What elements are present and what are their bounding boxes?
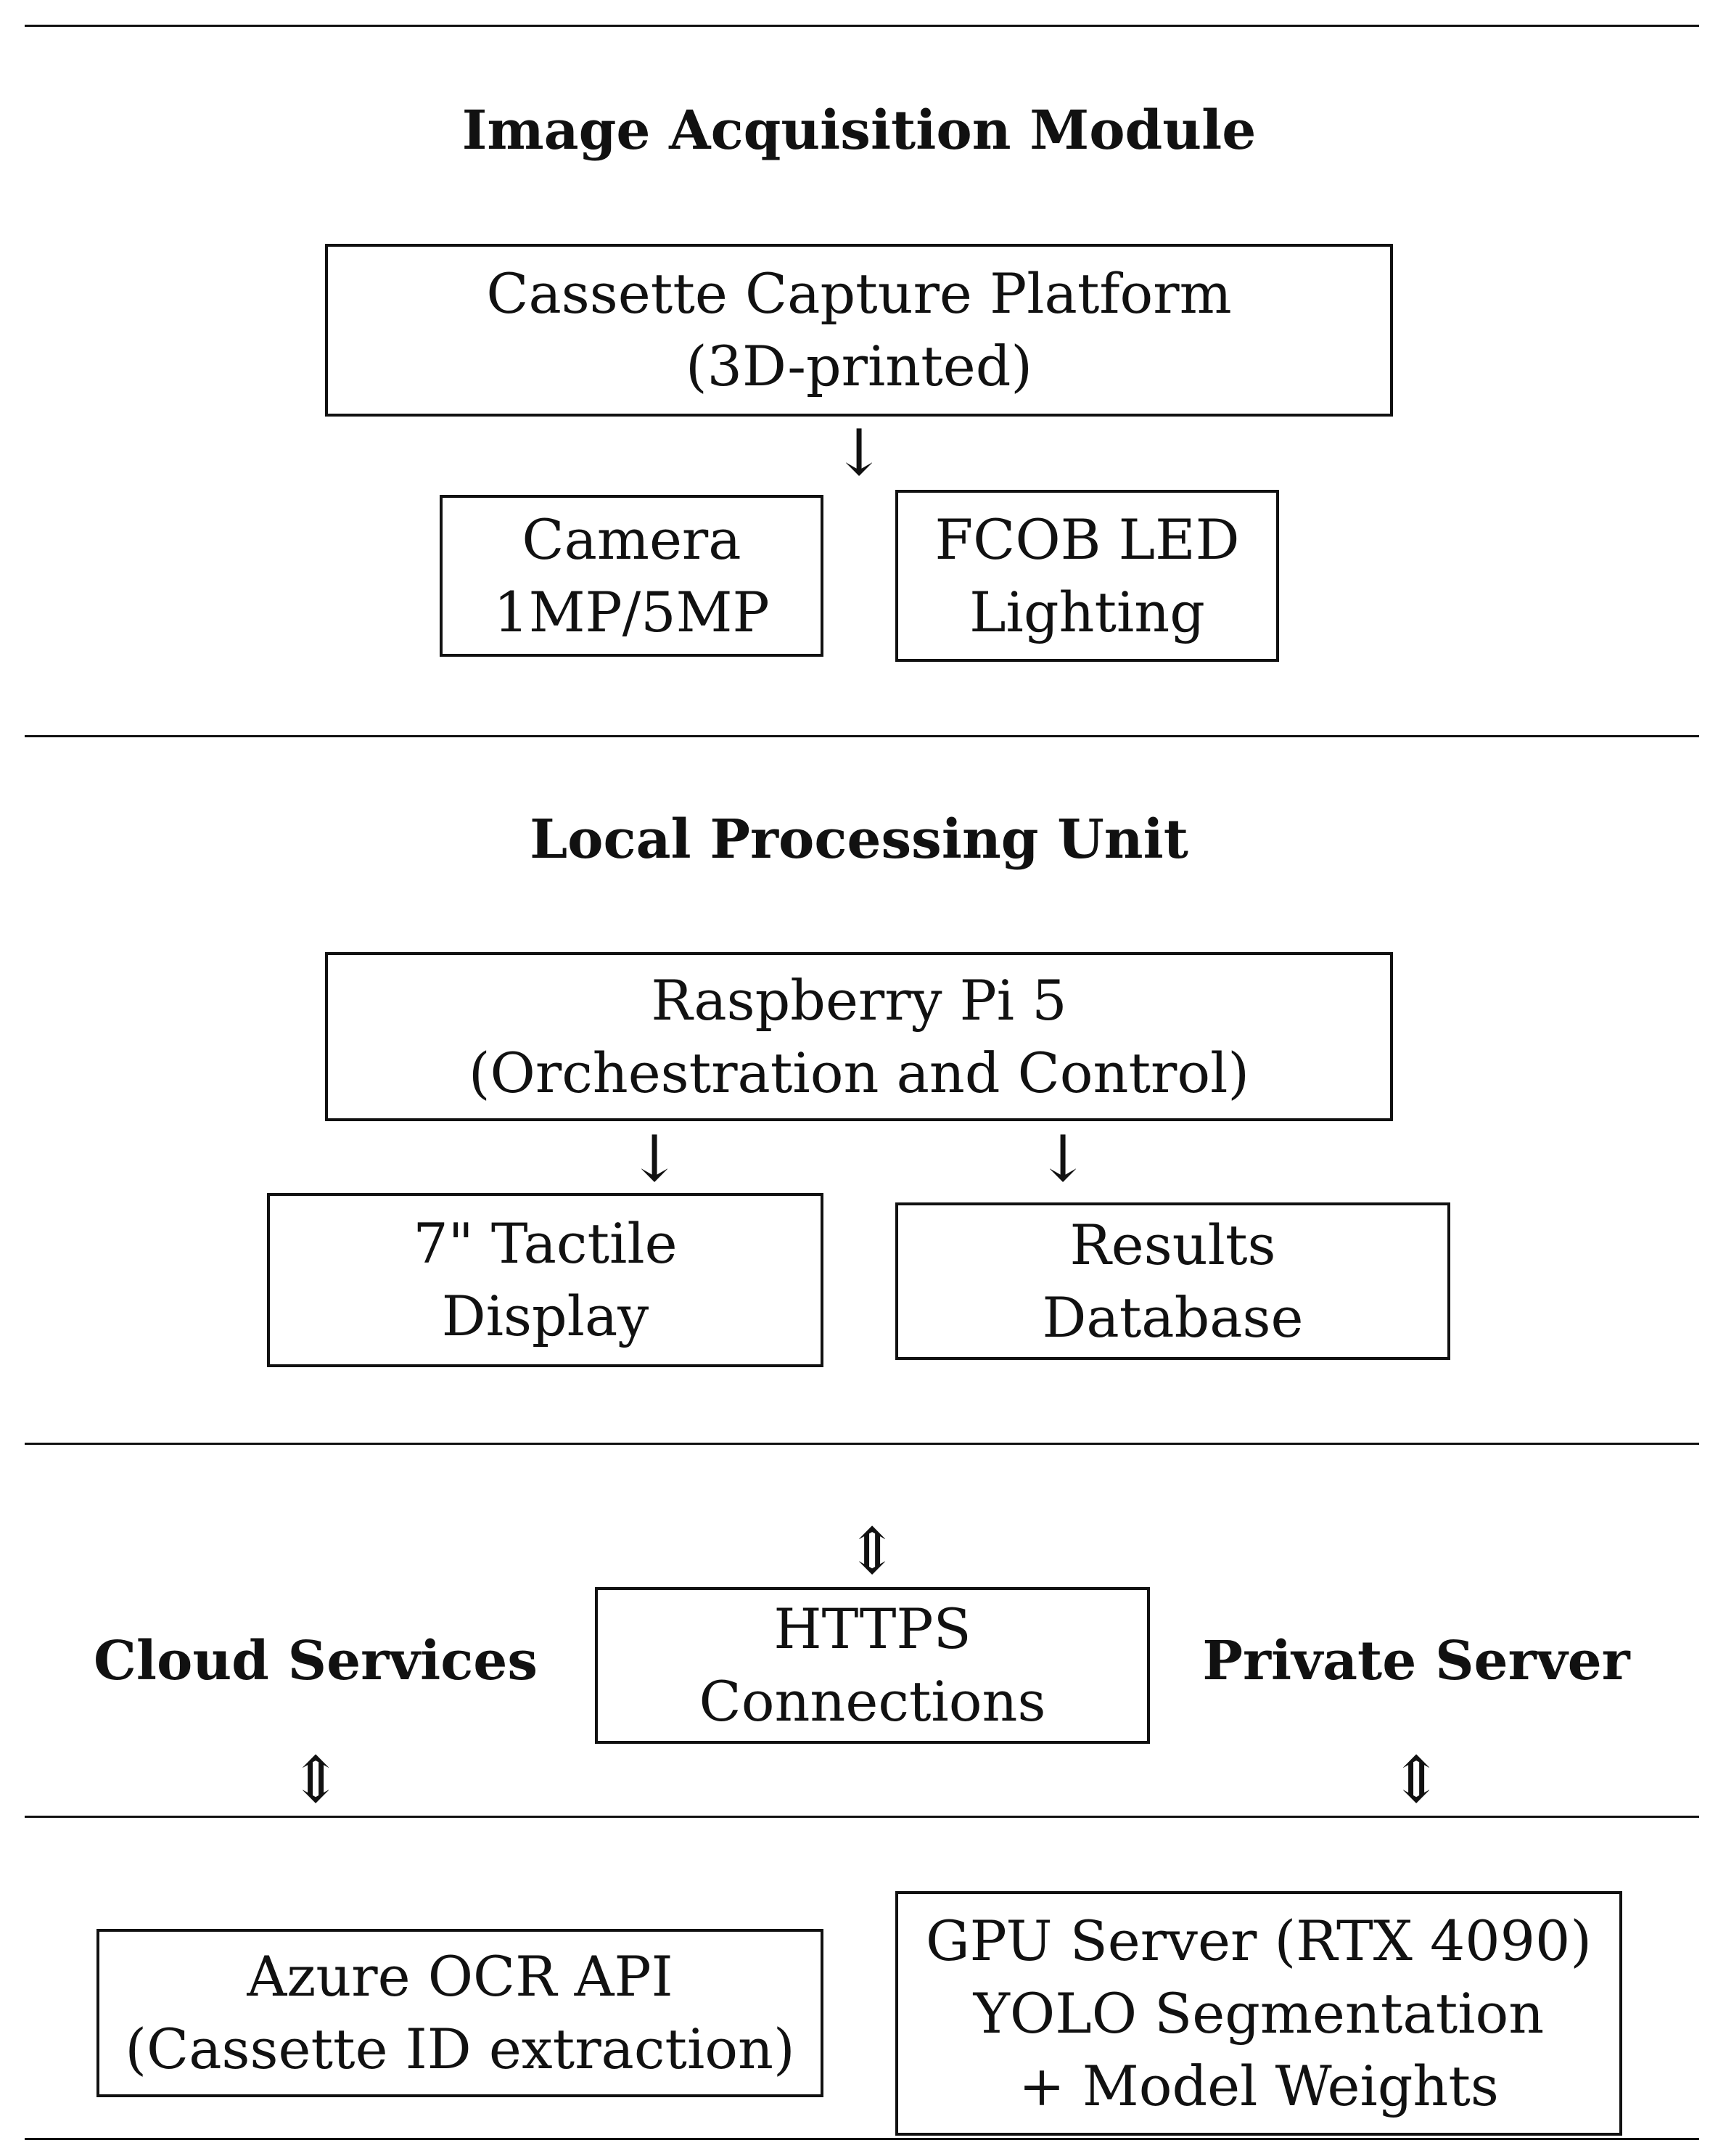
section-divider-bottom: [25, 2138, 1699, 2140]
lighting-line-2: Lighting: [969, 579, 1205, 644]
database-line-2: Database: [1042, 1284, 1304, 1350]
azure-line-1: Azure OCR API: [247, 1944, 673, 2009]
cassette-capture-platform-box: Cassette Capture Platform (3D-printed): [325, 244, 1393, 417]
pi-line-2: (Orchestration and Control): [468, 1040, 1250, 1105]
section-divider-3: [25, 1816, 1699, 1818]
down-arrow-database: ↓: [1036, 1121, 1090, 1196]
camera-line-2: 1MP/5MP: [493, 579, 770, 644]
camera-line-1: Camera: [522, 507, 741, 572]
gpu-server-box: GPU Server (RTX 4090) YOLO Segmentation …: [895, 1891, 1622, 2136]
https-line-1: HTTPS: [773, 1596, 971, 1661]
fcob-led-lighting-box: FCOB LED Lighting: [895, 490, 1279, 662]
database-line-1: Results: [1069, 1212, 1276, 1277]
platform-line-2: (3D-printed): [685, 334, 1033, 398]
local-processing-title: Local Processing Unit: [530, 808, 1188, 871]
bidirectional-arrow-https: ⇕: [845, 1514, 899, 1589]
bidirectional-arrow-private: ⇕: [1389, 1742, 1443, 1817]
lighting-line-1: FCOB LED: [934, 507, 1240, 572]
section-divider-2: [25, 1443, 1699, 1445]
private-server-title: Private Server: [1202, 1630, 1630, 1692]
azure-line-2: (Cassette ID extraction): [125, 2017, 795, 2081]
gpu-line-1: GPU Server (RTX 4090): [925, 1908, 1592, 1973]
bidirectional-arrow-cloud: ⇕: [289, 1742, 342, 1817]
section-divider-top: [25, 25, 1699, 27]
platform-line-1: Cassette Capture Platform: [486, 261, 1232, 326]
image-acquisition-title: Image Acquisition Module: [461, 99, 1257, 162]
down-arrow-display: ↓: [628, 1121, 681, 1196]
https-connections-box: HTTPS Connections: [595, 1587, 1150, 1744]
https-line-2: Connections: [699, 1669, 1046, 1734]
cloud-services-title: Cloud Services: [93, 1630, 538, 1692]
display-line-2: Display: [441, 1284, 649, 1348]
camera-box: Camera 1MP/5MP: [440, 495, 823, 657]
display-line-1: 7" Tactile: [413, 1211, 678, 1276]
results-database-box: Results Database: [895, 1202, 1450, 1360]
down-arrow-platform: ↓: [832, 415, 886, 490]
section-divider-1: [25, 735, 1699, 737]
azure-ocr-api-box: Azure OCR API (Cassette ID extraction): [96, 1929, 823, 2097]
gpu-line-3: + Model Weights: [1019, 2053, 1499, 2118]
pi-line-1: Raspberry Pi 5: [651, 967, 1067, 1033]
gpu-line-2: YOLO Segmentation: [973, 1980, 1545, 2046]
raspberry-pi-box: Raspberry Pi 5 (Orchestration and Contro…: [325, 952, 1393, 1121]
tactile-display-box: 7" Tactile Display: [267, 1193, 823, 1367]
